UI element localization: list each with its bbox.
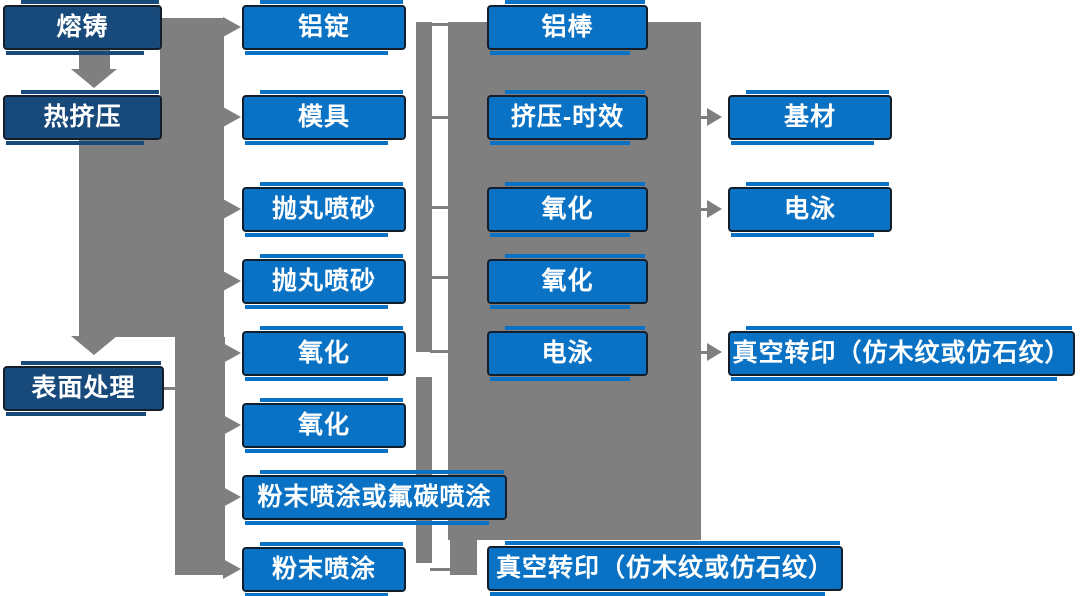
arrow-right-to-oxidation-2-icon [223, 415, 241, 435]
node-shot-blasting-1: 抛丸喷砂 [242, 182, 406, 237]
connector-stem-base-material [699, 116, 709, 119]
connector-bus-tooth-1 [430, 23, 450, 26]
node-oxidation-col3-2: 氧化 [487, 254, 648, 309]
connector-bus-tooth-3 [430, 206, 450, 209]
arrow-down-to-hot-extrusion-icon [71, 69, 117, 88]
node-base-material: 基材 [728, 90, 892, 145]
node-mold: 模具 [242, 90, 406, 145]
node-hot-extrusion: 热挤压 [3, 90, 162, 145]
node-vacuum-transfer-bottom: 真空转印（仿木纹或仿石纹） [487, 541, 843, 596]
connector-middle-bus-upper [416, 22, 432, 352]
node-shot-blasting-2: 抛丸喷砂 [242, 254, 406, 309]
arrow-right-to-base-material-icon [707, 108, 722, 126]
arrow-right-to-powder-coating-icon [223, 559, 241, 579]
connector-surface-treatment-stub [162, 387, 176, 390]
node-surface-treatment: 表面处理 [3, 361, 164, 416]
arrow-right-to-shot-blasting-2-icon [223, 271, 241, 291]
arrow-right-to-oxidation-1-icon [223, 343, 241, 363]
node-aluminum-ingot: 铝锭 [242, 0, 406, 55]
node-oxidation-col2-2: 氧化 [242, 398, 406, 453]
connector-stem-electrophoresis [699, 208, 709, 211]
node-powder-coating: 粉末喷涂 [242, 542, 406, 596]
connector-bus-tooth-5 [430, 350, 450, 353]
node-aluminum-rod: 铝棒 [487, 0, 648, 55]
node-melting-casting: 熔铸 [3, 0, 162, 55]
connector-stem-vacuum-transfer [699, 351, 709, 354]
connector-bus-tooth-bottom [430, 568, 452, 571]
connector-hub-main [79, 140, 224, 337]
node-oxidation-col3-1: 氧化 [487, 182, 648, 237]
arrow-right-to-mold-icon [223, 107, 241, 127]
arrow-right-to-shot-blasting-1-icon [223, 199, 241, 219]
node-electrophoresis-col3: 电泳 [487, 326, 648, 381]
connector-bus-tooth-4 [430, 276, 450, 279]
connector-panel-bottom-tab [450, 538, 477, 575]
node-powder-or-fluorocarbon-coating: 粉末喷涂或氟碳喷涂 [242, 470, 507, 525]
arrow-right-to-electrophoresis-icon [707, 200, 722, 218]
node-extrusion-aging: 挤压-时效 [487, 90, 648, 145]
connector-bus-tooth-2 [430, 116, 450, 119]
connector-surface-trunk [175, 337, 225, 575]
connector-hub-upper [160, 18, 224, 142]
arrow-right-to-powder-fluorocarbon-icon [223, 487, 241, 507]
arrow-down-to-surface-treatment-icon [71, 336, 117, 355]
node-electrophoresis-col4: 电泳 [728, 182, 892, 237]
arrow-right-to-aluminum-ingot-icon [223, 17, 241, 37]
arrow-right-to-vacuum-transfer-icon [707, 343, 722, 361]
node-vacuum-transfer-right: 真空转印（仿木纹或仿石纹） [728, 326, 1075, 381]
node-oxidation-col2-1: 氧化 [242, 326, 406, 381]
